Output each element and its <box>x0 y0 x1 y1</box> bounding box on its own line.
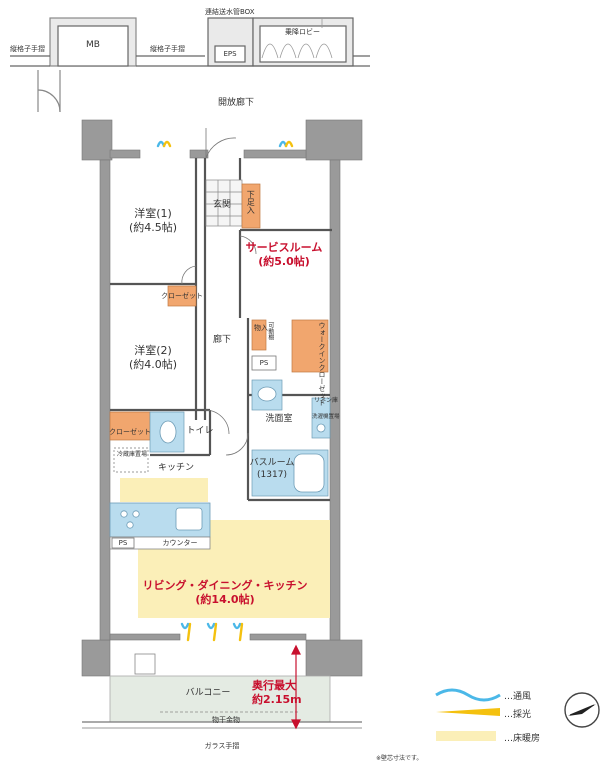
kitchen-label: キッチン <box>157 463 195 473</box>
balcony-depth-value: 約2.15m <box>252 693 302 706</box>
floor-heating-legend-icon <box>436 731 496 741</box>
closet-1-label: クローゼット <box>161 292 203 300</box>
linen-label: リネン庫 <box>314 397 339 404</box>
eps-label: EPS <box>223 50 237 58</box>
lobby-pattern <box>261 18 333 59</box>
closet-2-label: クローゼット <box>109 428 151 436</box>
toilet-label: トイレ <box>186 426 214 436</box>
ldk-size: (約14.0帖) <box>195 593 255 606</box>
fridge-space <box>113 447 149 473</box>
clothes-hanger-label: 物干金物 <box>212 716 240 724</box>
compass-icon <box>564 692 600 728</box>
ventilation-legend-icon <box>435 688 501 702</box>
balcony-depth-label: 奥行最大 <box>252 679 296 692</box>
western-room-1-size: (約4.5帖) <box>128 221 178 234</box>
ldk-name: リビング・ダイニング・キッチン <box>142 579 308 592</box>
washroom-label: 洗面室 <box>265 414 293 424</box>
fridge-label: 冷蔵庫置場 <box>117 451 148 458</box>
bathroom-name: バスルーム <box>249 458 295 468</box>
depth-arrow <box>291 644 301 730</box>
closets <box>109 183 329 441</box>
washer-label: 洗濯機置場 <box>312 414 340 420</box>
mb-label: MB <box>86 40 100 50</box>
service-room-size: (約5.0帖) <box>258 255 310 268</box>
railing-right-label: 縦格子手摺 <box>150 45 185 53</box>
daylight-legend-icon <box>436 708 500 716</box>
railing-left-label: 縦格子手摺 <box>10 45 45 53</box>
legend-daylight: …採光 <box>504 710 532 720</box>
pipe-spaces <box>111 355 277 549</box>
walk-in-closet-label: ウォークインクローゼット <box>318 322 326 406</box>
service-room-name: サービスルーム <box>245 241 323 254</box>
storage-label: 物入 <box>254 324 268 332</box>
corridor-label: 開放廊下 <box>217 98 255 108</box>
legend-floor-heating: …床暖房 <box>504 734 541 744</box>
western-room-2-size: (約4.0帖) <box>128 358 178 371</box>
pipe-box-label: 連結送水管BOX <box>205 8 255 16</box>
elevator-lobby-label: 乗降ロビー <box>285 28 320 36</box>
kitchen-counter <box>109 502 211 550</box>
bathroom-size: (1317) <box>257 470 287 480</box>
legend-ventilation: …通風 <box>504 692 532 702</box>
ps-1-label: PS <box>259 359 269 367</box>
fixtures <box>159 386 326 493</box>
hallway-label: 廊下 <box>212 335 232 345</box>
legend-graphics <box>435 688 501 741</box>
door-swings <box>181 128 257 456</box>
ps-2-label: PS <box>118 539 128 547</box>
western-room-1-name: 洋室(1) <box>134 207 172 220</box>
western-room-2-name: 洋室(2) <box>134 344 172 357</box>
exterior-walls <box>81 119 363 677</box>
movable-shelf-label: 可動棚 <box>266 322 274 340</box>
shoe-storage-label: 下足入 <box>246 190 256 214</box>
ventilation-icons <box>156 140 294 642</box>
glass-railing-label: ガラス手摺 <box>204 742 240 750</box>
entrance-floor <box>205 179 243 227</box>
balcony-area <box>82 653 362 729</box>
counter-label: カウンター <box>162 539 198 547</box>
dimension-note: ※壁芯寸法です。 <box>376 755 423 762</box>
balcony-label: バルコニー <box>185 688 231 698</box>
entrance-label: 玄関 <box>212 200 232 210</box>
common-area-top <box>10 17 370 113</box>
